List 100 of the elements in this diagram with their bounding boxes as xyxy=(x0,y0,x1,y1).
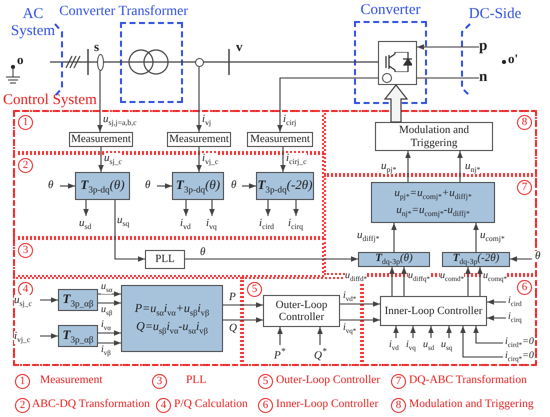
transform-block: T$_{3p-dq}$(θ) xyxy=(172,172,224,200)
arrow xyxy=(293,200,299,216)
formula-text: u$_{pj*}$=u$_{comj*}$+u$_{diffj*}$ xyxy=(394,186,472,202)
formula-box xyxy=(371,182,495,223)
process-box: PLL xyxy=(145,250,185,269)
arrow xyxy=(428,326,434,338)
signal-label: i$_{vj_c}$ xyxy=(14,331,30,344)
group-title: Converter xyxy=(360,2,420,18)
note-text: Modulation and Triggering xyxy=(409,398,534,411)
signal-label: θ xyxy=(200,247,206,258)
signal-label: P xyxy=(229,292,236,303)
region-boundary xyxy=(13,277,242,366)
arrow xyxy=(40,333,58,339)
arrow xyxy=(185,256,358,262)
group-title: Control System xyxy=(3,92,97,108)
arrow xyxy=(98,147,104,172)
callout-number: 2 xyxy=(15,398,30,413)
transform-block: T$_{3p-dq}$(θ) xyxy=(75,172,130,200)
signal-label: u$_{sβ}$ xyxy=(101,305,112,317)
signal-label: u$_{sq}$ xyxy=(441,340,452,352)
arrow xyxy=(410,326,416,338)
callout-number: 2 xyxy=(18,158,33,173)
arrow xyxy=(391,223,397,252)
arrow xyxy=(460,326,503,358)
signal-label: u$_{nj*}$ xyxy=(465,161,480,174)
arrow xyxy=(98,330,121,336)
arrow xyxy=(280,147,286,172)
arrow xyxy=(265,200,271,216)
signal-label: i$_{vq}$ xyxy=(406,340,416,352)
arrow xyxy=(98,300,121,306)
callout-number: 8 xyxy=(517,115,532,130)
process-box: Outer-Loop Controller xyxy=(263,295,340,327)
callout-number: 7 xyxy=(391,374,406,389)
signal-label: u$_{diffq*}$ xyxy=(408,271,430,283)
signal-label: i$_{vd*}$ xyxy=(343,291,356,303)
signal-label: i$_{vq}$ xyxy=(206,218,217,231)
arrow xyxy=(401,267,407,296)
signal-label: u$_{sq}$ xyxy=(117,215,130,228)
formula-box xyxy=(121,285,223,352)
note-text: Outer-Loop Controller xyxy=(276,374,380,387)
arrow xyxy=(98,291,121,297)
arrow xyxy=(487,315,506,321)
arrow xyxy=(223,302,263,308)
callout-number: 7 xyxy=(517,180,532,195)
node-label: v xyxy=(236,40,242,54)
node-label: s xyxy=(94,40,100,54)
arrow xyxy=(114,200,145,262)
arrow xyxy=(340,317,380,323)
signal-label: u$_{sα}$ xyxy=(101,282,112,294)
arrow xyxy=(417,44,479,50)
arrow xyxy=(196,147,202,172)
signal-label: i$_{vj_c}$ xyxy=(202,153,218,166)
callout-number: 4 xyxy=(156,398,171,413)
arrow xyxy=(473,326,503,344)
transform-block: T$_{3p_αβ}$ xyxy=(58,289,98,311)
signal-label: i$_{cirq}$ xyxy=(288,218,304,231)
signal-label: u$_{comq*}$ xyxy=(483,271,508,283)
signal-label: θ xyxy=(535,251,540,262)
signal-label: u$_{sd}$ xyxy=(423,340,434,352)
signal-label: i$_{vj}$ xyxy=(202,114,212,127)
region-label: AC System xyxy=(10,6,56,39)
signal-label: i$_{vα}$ xyxy=(101,320,111,332)
callout-number: 1 xyxy=(18,115,33,130)
region-boundary xyxy=(13,238,324,277)
arrow xyxy=(465,267,471,296)
signal-label: i$_{cirq*}$=0 xyxy=(505,351,534,363)
signal-label: u$_{sj_c}$ xyxy=(14,295,32,308)
arrow xyxy=(242,183,256,189)
arrow xyxy=(196,67,202,132)
callout-number: 8 xyxy=(391,398,406,413)
callout-number: 6 xyxy=(517,280,532,295)
transform-block: T$_{dq-3p}$(θ) xyxy=(358,252,430,267)
arrow xyxy=(60,183,75,189)
terminal-label: p xyxy=(479,38,493,56)
arrow xyxy=(457,151,463,182)
converter-box xyxy=(378,41,417,85)
arrow xyxy=(487,299,506,305)
arrow xyxy=(83,200,89,216)
current-sensor-icon xyxy=(195,58,204,67)
signal-label: i$_{cird}$ xyxy=(259,218,274,231)
arrow xyxy=(97,71,103,132)
note-text: ABC-DQ Transformation xyxy=(32,398,150,411)
signal-label: i$_{vβ}$ xyxy=(101,345,111,357)
connector-line xyxy=(417,77,479,79)
arrow xyxy=(277,77,378,132)
signal-label: i$_{cird}$ xyxy=(508,296,522,308)
signal-label: Q$^{*}$ xyxy=(314,347,327,362)
arrow xyxy=(340,301,380,307)
arrow xyxy=(510,256,532,262)
signal-label: i$_{vd}$ xyxy=(180,218,191,231)
terminal-label: n xyxy=(479,69,493,87)
signal-label: i$_{cirj_c}$ xyxy=(286,153,307,166)
transform-block: T$_{3p-dq}$(-2θ) xyxy=(256,172,314,200)
signal-label: u$_{comd*}$ xyxy=(440,271,464,283)
signal-label: u$_{diffj*}$ xyxy=(357,230,380,243)
signal-label: i$_{vd}$ xyxy=(389,340,399,352)
note-text: PLL xyxy=(186,374,206,387)
arrow xyxy=(209,200,215,216)
arrow xyxy=(223,317,263,323)
process-box: Measurement xyxy=(247,132,313,147)
